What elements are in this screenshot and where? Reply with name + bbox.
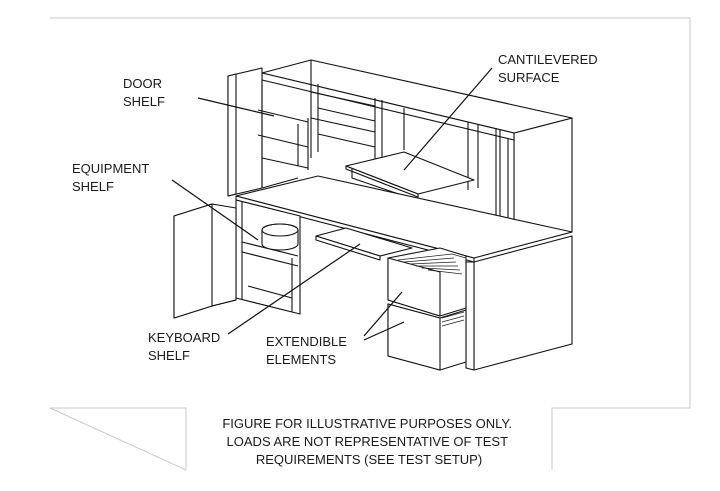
cantilevered-surface-leader: [403, 67, 493, 171]
workstation-illustration: [173, 59, 573, 371]
equipment-shelf-leader: [171, 179, 259, 241]
door-shelf-label: DOOR SHELF: [123, 76, 166, 109]
door-shelf-leader: [197, 97, 275, 117]
equipment-shelf-label: EQUIPMENT SHELF: [72, 161, 153, 194]
figure-frame: [49, 17, 691, 471]
extendible-elements-leader-lower: [363, 321, 405, 341]
cantilevered-surface-label: CANTILEVERED SURFACE: [498, 52, 601, 85]
keyboard-shelf-label: KEYBOARD SHELF: [148, 330, 224, 363]
extendible-elements-label: EXTENDIBLE ELEMENTS: [266, 334, 351, 367]
extendible-elements-leader-upper: [363, 291, 403, 337]
figure-caption: FIGURE FOR ILLUSTRATIVE PURPOSES ONLY. L…: [222, 416, 515, 467]
keyboard-shelf-leader: [227, 243, 361, 335]
